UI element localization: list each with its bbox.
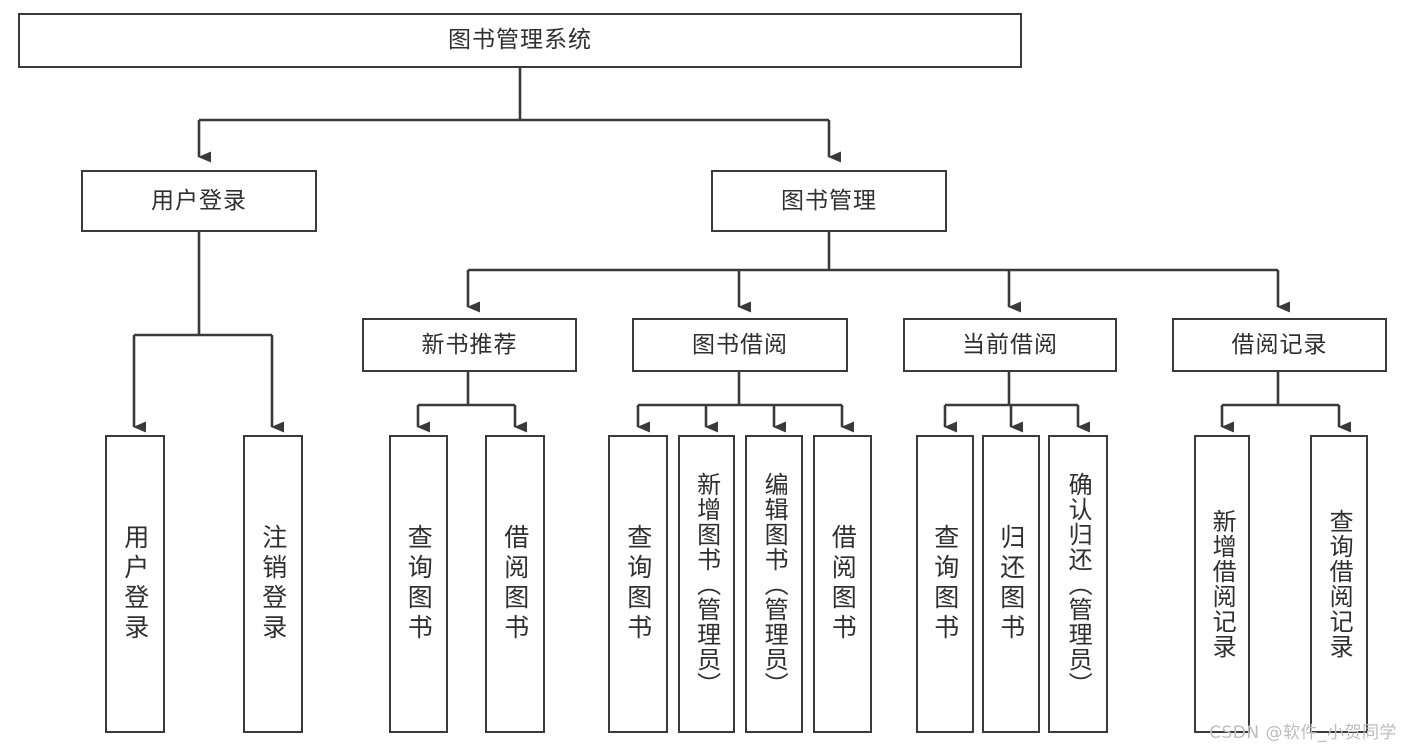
node-label: 图书管理系统: [448, 27, 592, 54]
node-label: 用户登录: [120, 524, 150, 644]
node-borrow-record[interactable]: 借阅记录: [1172, 318, 1387, 372]
node-label: 查询图书: [623, 524, 653, 644]
node-label: 图书管理: [781, 187, 877, 214]
node-label: 用户登录: [151, 187, 247, 214]
leaf-query-book-borrow[interactable]: 查询图书: [608, 435, 668, 733]
node-label: 查询图书: [404, 524, 434, 644]
node-current-borrow[interactable]: 当前借阅: [903, 318, 1117, 372]
node-label: 查询图书: [930, 524, 960, 644]
csdn-watermark: CSDN @软件_小贺同学: [1209, 723, 1397, 743]
leaf-user-login[interactable]: 用户登录: [105, 435, 165, 733]
node-label: 确认归还（管理员）: [1064, 471, 1093, 697]
leaf-query-book-current[interactable]: 查询图书: [916, 435, 974, 733]
leaf-logout-login[interactable]: 注销登录: [243, 435, 303, 733]
node-label: 借阅记录: [1231, 331, 1328, 358]
node-label: 新书推荐: [421, 331, 518, 358]
node-label: 当前借阅: [962, 331, 1058, 358]
node-label: 借阅图书: [500, 524, 530, 644]
node-root-book-management-system[interactable]: 图书管理系统: [18, 13, 1022, 68]
node-label: 查询借阅记录: [1325, 509, 1354, 659]
leaf-borrow-book-borrow[interactable]: 借阅图书: [813, 435, 872, 733]
node-label: 编辑图书（管理员）: [760, 471, 789, 697]
leaf-borrow-book-new-recommend[interactable]: 借阅图书: [485, 435, 545, 733]
node-label: 归还图书: [996, 524, 1026, 644]
node-label: 注销登录: [258, 524, 288, 644]
node-label: 图书借阅: [692, 331, 788, 358]
leaf-add-borrow-record[interactable]: 新增借阅记录: [1194, 435, 1250, 733]
node-label: 新增图书（管理员）: [692, 471, 721, 697]
leaf-return-book[interactable]: 归还图书: [982, 435, 1040, 733]
leaf-add-book-admin[interactable]: 新增图书（管理员）: [678, 435, 735, 733]
node-new-book-recommend[interactable]: 新书推荐: [362, 318, 577, 372]
leaf-query-book-new-recommend[interactable]: 查询图书: [389, 435, 448, 733]
node-book-management[interactable]: 图书管理: [711, 170, 947, 232]
node-book-borrow[interactable]: 图书借阅: [632, 318, 848, 372]
node-label: 借阅图书: [828, 524, 858, 644]
leaf-confirm-return-admin[interactable]: 确认归还（管理员）: [1048, 435, 1108, 733]
node-label: 新增借阅记录: [1208, 509, 1237, 659]
node-user-login[interactable]: 用户登录: [81, 170, 317, 232]
leaf-query-borrow-record[interactable]: 查询借阅记录: [1310, 435, 1368, 733]
leaf-edit-book-admin[interactable]: 编辑图书（管理员）: [745, 435, 803, 733]
